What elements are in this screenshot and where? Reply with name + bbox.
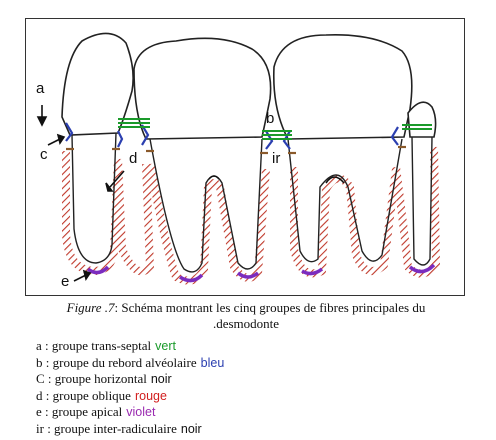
figure-caption: Figure .7: Schéma montrant les cinq grou… xyxy=(26,300,466,332)
legend-color-word: noir xyxy=(180,421,202,436)
legend-text: b : groupe du rebord alvéolaire xyxy=(36,354,197,370)
label-a: a xyxy=(36,80,45,97)
caption-line-2: .desmodonte xyxy=(212,316,280,331)
label-e: e xyxy=(61,273,70,290)
figure-frame: a b c d e ir xyxy=(25,18,465,296)
caption-figure-label: Figure .7 xyxy=(66,300,115,315)
interradicular-fibers xyxy=(208,175,345,184)
label-arrows xyxy=(36,105,125,282)
legend-text: C : groupe horizontal xyxy=(36,371,147,386)
label-ir: ir xyxy=(272,150,281,167)
legend-text: d : groupe oblique xyxy=(36,387,131,403)
caption-line-1: Figure .7: Schéma montrant les cinq grou… xyxy=(26,300,466,316)
tooth-roots xyxy=(71,132,433,273)
legend-text: ir : groupe inter-radiculaire xyxy=(36,420,177,436)
legend-text: a : groupe trans-septal xyxy=(36,338,152,353)
label-d: d xyxy=(129,150,138,167)
legend-color-word: rouge xyxy=(134,388,167,403)
legend-color-word: noir xyxy=(150,372,172,386)
transseptal-fibers xyxy=(118,118,432,140)
label-c: c xyxy=(40,146,48,163)
tooth-diagram xyxy=(36,32,440,285)
legend-color-word: vert xyxy=(155,339,176,353)
legend-text: e : groupe apical xyxy=(36,404,123,419)
horizontal-fibers xyxy=(66,145,406,155)
caption-text: : Schéma montrant les cinq groupes de fi… xyxy=(114,300,426,315)
tooth-crowns xyxy=(61,32,437,140)
label-b: b xyxy=(266,110,275,127)
oblique-fiber-band xyxy=(62,146,440,285)
legend-color-word: bleu xyxy=(200,355,225,370)
legend-color-word: violet xyxy=(126,405,156,419)
apical-fibers xyxy=(86,263,436,283)
